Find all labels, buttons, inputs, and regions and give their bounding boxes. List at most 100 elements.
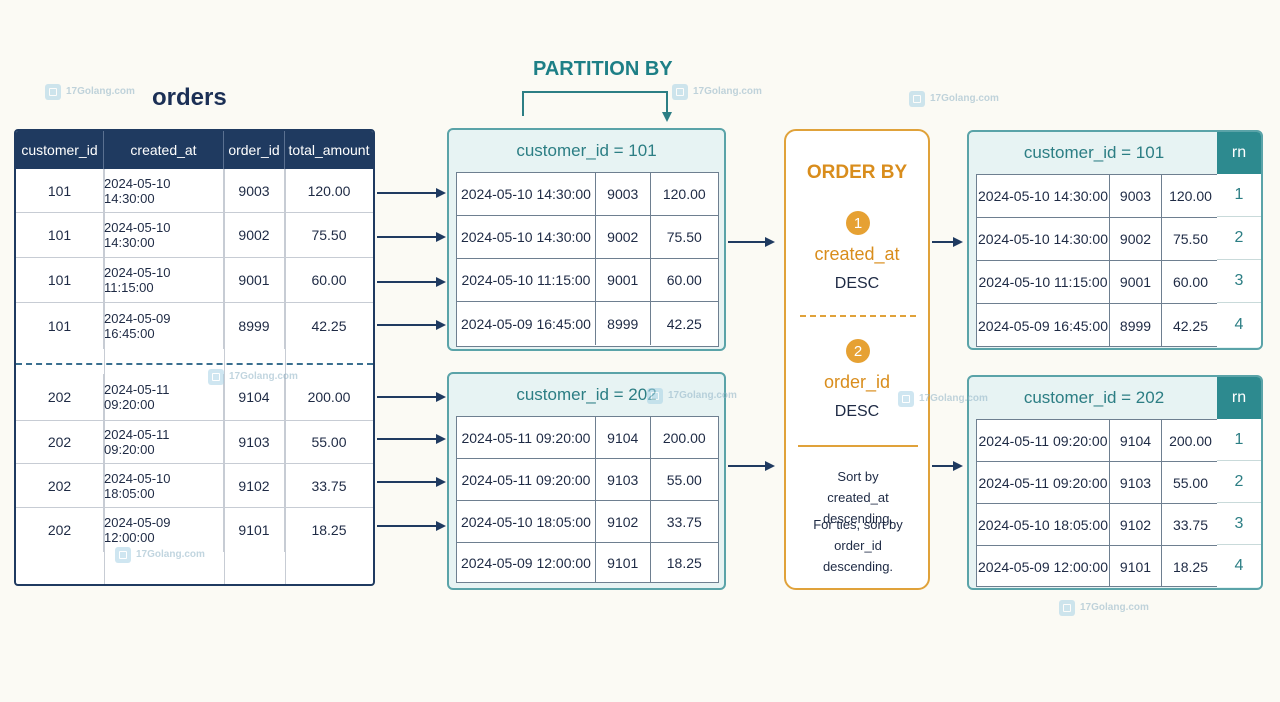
tie-note: For ties, sort by order_id descending. xyxy=(813,517,903,574)
total-amount-cell: 18.25 xyxy=(1172,558,1209,575)
total-amount-cell: 75.50 xyxy=(311,227,347,243)
watermark: 17Golang.com xyxy=(647,388,737,404)
created-at-cell: 2024-05-10 18:05:00 xyxy=(977,504,1110,545)
column-header: created_at xyxy=(104,131,224,169)
created-at-cell: 2024-05-09 12:00:00 xyxy=(977,546,1110,587)
customer-id-cell: 202 xyxy=(16,464,104,507)
rn-cell: 3 xyxy=(1217,260,1261,303)
sort-key-direction: DESC xyxy=(834,275,880,292)
customer-id-cell: 202 xyxy=(16,374,104,420)
result-box-202: customer_id = 202 rn 2024-05-11 09:20:00… xyxy=(967,375,1263,590)
rn-cell: 1 xyxy=(1217,419,1261,461)
order-id-cell: 8999 xyxy=(596,302,651,345)
sort-key-divider xyxy=(800,315,916,317)
watermark-icon xyxy=(898,391,914,407)
watermark: 17Golang.com xyxy=(672,84,762,100)
table-row: 2024-05-10 14:30:00 9003 120.00 xyxy=(977,175,1219,218)
total-amount-cell: 42.25 xyxy=(1172,317,1209,334)
orders-header-row: customer_id created_at order_id total_am… xyxy=(16,131,373,169)
created-at-cell: 2024-05-09 16:45:00 xyxy=(977,304,1110,347)
total-amount-cell: 200.00 xyxy=(307,389,351,405)
created-at-cell: 2024-05-11 09:20:00 xyxy=(104,421,224,463)
order-id-cell: 9103 xyxy=(224,421,285,463)
total-amount-cell: 200.00 xyxy=(662,429,706,446)
sort-key-field: order_id xyxy=(823,372,891,392)
total-amount-cell: 120.00 xyxy=(662,186,706,202)
table-row: 2024-05-09 12:00:00 9101 18.25 xyxy=(977,546,1219,587)
orders-table: customer_id created_at order_id total_am… xyxy=(14,129,375,586)
partition-table: 2024-05-10 14:30:00 9003 120.00 2024-05-… xyxy=(456,172,719,347)
partition-bracket xyxy=(522,91,672,122)
order-id-cell: 9002 xyxy=(1110,218,1162,260)
order-by-title: ORDER BY xyxy=(806,162,908,183)
order-id-cell: 9101 xyxy=(596,543,651,583)
partition-separator xyxy=(16,363,373,365)
table-row: 2024-05-10 14:30:00 9003 120.00 xyxy=(457,173,718,216)
created-at-cell: 2024-05-09 16:45:00 xyxy=(457,302,596,345)
rn-header: rn xyxy=(1217,132,1261,174)
order-id-cell: 9002 xyxy=(224,213,285,257)
result-title: customer_id = 101 xyxy=(1023,143,1165,162)
order-id-cell: 9001 xyxy=(224,258,285,302)
watermark-icon xyxy=(115,547,131,563)
created-at-cell: 2024-05-11 09:20:00 xyxy=(457,459,596,500)
table-row: 101 2024-05-09 16:45:00 8999 42.25 xyxy=(16,303,373,349)
total-amount-cell: 60.00 xyxy=(1172,274,1209,290)
table-row: 2024-05-11 09:20:00 9104 200.00 xyxy=(977,420,1219,462)
rn-cell: 2 xyxy=(1217,217,1261,260)
table-row: 2024-05-11 09:20:00 9103 55.00 xyxy=(977,462,1219,504)
table-row: 2024-05-09 12:00:00 9101 18.25 xyxy=(457,543,718,583)
created-at-cell: 2024-05-11 09:20:00 xyxy=(104,374,224,420)
rn-column: 1 2 3 4 xyxy=(1217,174,1261,347)
order-id-cell: 9003 xyxy=(1110,175,1162,217)
created-at-cell: 2024-05-10 11:15:00 xyxy=(457,259,596,301)
total-amount-cell: 42.25 xyxy=(666,315,702,332)
rn-cell: 4 xyxy=(1234,315,1244,333)
total-amount-cell: 55.00 xyxy=(1172,474,1209,491)
watermark-icon xyxy=(45,84,61,100)
total-amount-cell: 33.75 xyxy=(311,477,347,494)
watermark-icon xyxy=(1059,600,1075,616)
total-amount-cell: 75.50 xyxy=(666,229,702,245)
table-row: 202 2024-05-10 18:05:00 9102 33.75 xyxy=(16,464,373,508)
created-at-cell: 2024-05-10 14:30:00 xyxy=(457,173,596,215)
watermark-icon xyxy=(909,91,925,107)
total-amount-cell: 75.50 xyxy=(1172,231,1209,247)
partition-title: customer_id = 202 xyxy=(516,385,657,404)
order-id-cell: 9102 xyxy=(224,464,285,507)
created-at-cell: 2024-05-11 09:20:00 xyxy=(977,462,1110,503)
created-at-cell: 2024-05-09 12:00:00 xyxy=(104,508,224,552)
created-at-cell: 2024-05-10 11:15:00 xyxy=(977,261,1110,303)
created-at-cell: 2024-05-11 09:20:00 xyxy=(457,417,596,458)
column-divider xyxy=(104,169,105,584)
total-amount-cell: 18.25 xyxy=(666,555,702,571)
order-id-cell: 9001 xyxy=(596,259,651,301)
order-id-cell: 9001 xyxy=(1110,261,1162,303)
order-id-cell: 9104 xyxy=(1110,420,1162,461)
table-row: 2024-05-10 14:30:00 9002 75.50 xyxy=(457,216,718,259)
column-header: total_amount xyxy=(288,142,370,158)
watermark: 17Golang.com xyxy=(115,547,205,563)
rn-column: 1 2 3 4 xyxy=(1217,419,1261,587)
customer-id-cell: 101 xyxy=(16,258,104,302)
watermark: 17Golang.com xyxy=(208,369,298,385)
sort-note: Sort by created_at descending. xyxy=(822,469,894,526)
total-amount-cell: 33.75 xyxy=(666,513,702,530)
watermark-icon xyxy=(647,388,663,404)
table-row: 2024-05-10 18:05:00 9102 33.75 xyxy=(977,504,1219,546)
result-table: 2024-05-11 09:20:00 9104 200.00 2024-05-… xyxy=(976,419,1220,587)
order-id-cell: 9104 xyxy=(224,374,285,420)
table-row: 2024-05-11 09:20:00 9103 55.00 xyxy=(457,459,718,501)
column-header: customer_id xyxy=(16,131,104,169)
created-at-cell: 2024-05-10 18:05:00 xyxy=(104,464,224,507)
total-amount-cell: 55.00 xyxy=(311,434,347,450)
created-at-cell: 2024-05-10 14:30:00 xyxy=(457,216,596,258)
created-at-cell: 2024-05-10 11:15:00 xyxy=(104,258,224,302)
total-amount-cell: 55.00 xyxy=(666,471,702,488)
table-row: 2024-05-09 16:45:00 8999 42.25 xyxy=(457,302,718,345)
partition-title: customer_id = 101 xyxy=(516,141,657,160)
sort-key-field: created_at xyxy=(814,244,900,264)
total-amount-cell: 120.00 xyxy=(307,182,351,199)
table-row: 2024-05-11 09:20:00 9104 200.00 xyxy=(457,417,718,459)
